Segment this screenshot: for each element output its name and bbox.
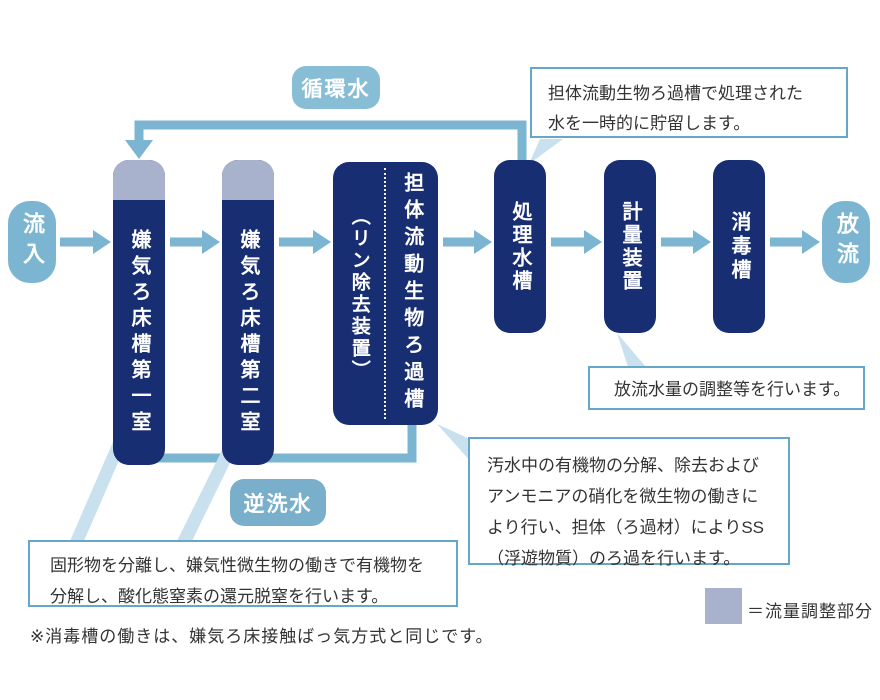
callout-anaerobic: 固形物を分離し、嫌気性微生物の働きで有機物を 分解し、酸化態窒素の還元脱窒を行い… [28,540,458,607]
flow-arrow-icon [170,230,220,254]
circulation-water-label: 循環水 [292,66,380,109]
legend-flow-adjust-label: ＝流量調整部分 [747,602,873,621]
node-treated-water-tank: 処理水槽 [494,160,546,333]
circulation-pipe [134,120,527,162]
carrier-tank-sub-column: （リン除去装置） [333,162,386,425]
node-treated-water-tank-label: 処理水槽 [509,200,531,293]
flow-arrow-icon [770,230,820,254]
leader-carrier-callout [437,424,472,463]
tank-divider-dotted-line [384,168,386,419]
flow-adjust-cap [222,160,274,200]
node-anaerobic-tank-2-label: 嫌気ろ床槽第二室 [237,228,259,437]
node-anaerobic-tank-1: 嫌気ろ床槽第一室 [113,160,165,465]
flow-arrow-icon [279,230,331,254]
circulation-arrowhead-icon [125,140,153,159]
node-metering-device-label: 計量装置 [619,200,641,293]
flow-arrow-icon [661,230,711,254]
node-outflow: 放流 [822,201,870,283]
node-inflow: 流入 [8,201,56,283]
node-disinfection-tank: 消毒槽 [713,160,765,333]
backwash-water-label: 逆洗水 [230,479,326,526]
leader-meter-callout [617,333,646,367]
node-carrier-filter-tank: （リン除去装置） 担体流動生物ろ過槽 [333,162,438,425]
backwash-pipe [136,424,417,463]
flow-arrow-icon [551,230,602,254]
node-outflow-label: 放流 [834,212,859,272]
node-metering-device: 計量装置 [604,160,656,333]
flow-arrow-icon [443,230,492,254]
legend-flow-adjust-swatch [705,588,742,624]
node-anaerobic-tank-1-label: 嫌気ろ床槽第一室 [128,228,150,437]
callout-treated-water: 担体流動生物ろ過槽で処理された 水を一時的に貯留します。 [530,67,848,138]
callout-carrier-filter: 汚水中の有機物の分解、除去および アンモニアの硝化を微生物の働きに より行い、担… [468,437,790,568]
node-carrier-sub-label: （リン除去装置） [348,205,370,382]
callout-metering: 放流水量の調整等を行います。 [588,366,865,410]
leader-treated-callout [529,139,563,164]
node-inflow-label: 流入 [20,212,45,272]
node-anaerobic-tank-2: 嫌気ろ床槽第二室 [222,160,274,465]
node-carrier-main-label: 担体流動生物ろ過槽 [400,172,423,415]
node-disinfection-tank-label: 消毒槽 [728,210,750,283]
flow-adjust-cap [113,160,165,200]
carrier-tank-main-column: 担体流動生物ろ過槽 [386,162,439,425]
flow-arrow-icon [60,230,111,254]
footnote-disinfection: ※消毒槽の働きは、嫌気ろ床接触ばっ気方式と同じです。 [30,627,494,646]
